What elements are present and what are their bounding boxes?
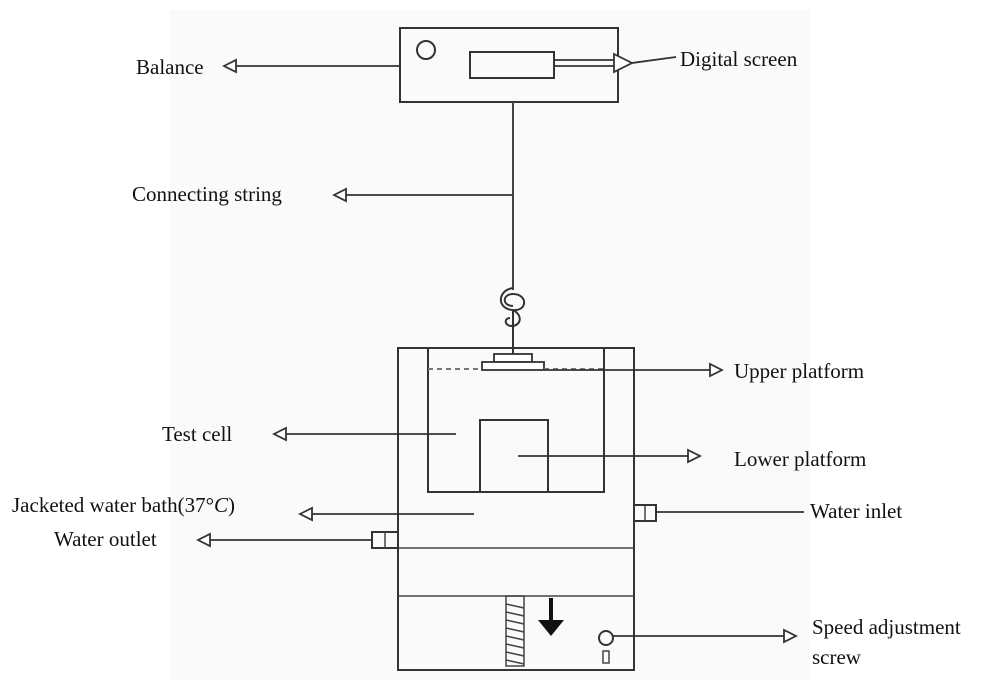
digital-screen-leader — [554, 52, 677, 74]
water-bath-unit: C — [214, 493, 229, 517]
lower-platform-leader — [518, 448, 703, 464]
water-bath-leader — [297, 506, 474, 522]
balance-leader — [221, 58, 400, 74]
label-water-outlet: Water outlet — [54, 527, 157, 551]
balance-knob — [416, 40, 436, 60]
connecting-string-leader — [331, 187, 513, 203]
bottom-spring-housing — [505, 595, 525, 667]
label-water-bath: Jacketed water bath(37°C) — [12, 493, 235, 517]
label-speed-adjustment-screw: screw — [812, 645, 862, 669]
water-bath-close: ) — [228, 493, 235, 517]
down-arrow-icon — [538, 620, 564, 636]
label-digital-screen: Digital screen — [680, 47, 798, 71]
label-test-cell: Test cell — [162, 422, 232, 446]
label-speed-adjustment: Speed adjustment — [812, 615, 961, 639]
upper-platform-leader — [544, 362, 725, 378]
label-water-inlet: Water inlet — [810, 499, 902, 523]
speed-screw — [598, 630, 614, 646]
label-lower-platform: Lower platform — [734, 447, 866, 471]
speed-screw-leader — [613, 628, 799, 644]
background-panel — [170, 10, 810, 680]
water-outlet-leader — [195, 532, 372, 548]
jacketed-water-bath — [371, 347, 657, 671]
digital-screen — [469, 51, 555, 79]
label-balance: Balance — [136, 55, 204, 79]
hook-spring — [481, 287, 545, 371]
water-bath-text: Jacketed water bath(37° — [12, 493, 214, 517]
label-upper-platform: Upper platform — [734, 359, 864, 383]
upper-platform-plate — [493, 353, 533, 363]
test-cell-leader — [271, 426, 456, 442]
label-connecting-string: Connecting string — [132, 182, 282, 206]
